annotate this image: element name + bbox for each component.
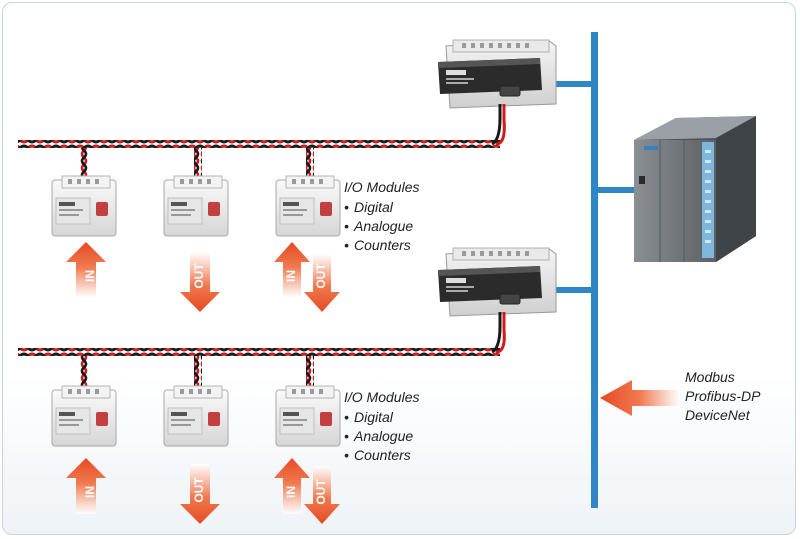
arrow-label: OUT — [314, 479, 328, 505]
protocol-modbus: Modbus — [685, 369, 735, 385]
io-item-analogue: Analogue — [353, 428, 413, 444]
in-arrow-icon: IN — [66, 242, 106, 298]
out-arrow-icon: OUT — [180, 464, 220, 524]
gateway-icon — [438, 247, 557, 317]
arrow-label: OUT — [192, 263, 206, 289]
io-item-analogue: Analogue — [353, 218, 413, 234]
io-bullet: • — [344, 199, 349, 215]
arrow-label: IN — [83, 486, 97, 498]
out-arrow-icon: OUT — [180, 252, 220, 312]
in-arrow-icon: IN — [274, 242, 310, 298]
protocol-label-group: Modbus Profibus-DP DeviceNet — [685, 369, 761, 423]
io-bullet: • — [344, 218, 349, 234]
io-module-icon — [51, 385, 117, 447]
io-label-group: I/O Modules • Digital • Analogue • Count… — [344, 179, 419, 253]
io-module-icon — [275, 385, 341, 447]
out-arrow-icon: OUT — [304, 254, 340, 312]
io-item-counters: Counters — [354, 237, 411, 253]
io-bullet: • — [344, 428, 349, 444]
protocol-arrow-icon — [600, 380, 680, 416]
io-item-digital: Digital — [354, 409, 394, 425]
arrow-label: IN — [284, 270, 298, 282]
io-bullet: • — [344, 447, 349, 463]
io-module-icon — [163, 385, 229, 447]
io-modules-title: I/O Modules — [344, 389, 419, 405]
twisted-pair-cable — [18, 104, 506, 176]
arrow-label: IN — [83, 270, 97, 282]
io-module-icon — [275, 175, 341, 237]
io-item-digital: Digital — [354, 199, 394, 215]
io-bullet: • — [344, 409, 349, 425]
io-bullet: • — [344, 237, 349, 253]
fieldbus-backbone — [555, 32, 642, 508]
protocol-devicenet: DeviceNet — [685, 407, 751, 423]
arrow-label: OUT — [192, 477, 206, 503]
io-label-group: I/O Modules • Digital • Analogue • Count… — [344, 389, 419, 463]
in-arrow-icon: IN — [274, 458, 310, 514]
out-arrow-icon: OUT — [304, 466, 340, 524]
arrow-label: IN — [284, 486, 298, 498]
io-item-counters: Counters — [354, 447, 411, 463]
io-modules-title: I/O Modules — [344, 179, 419, 195]
arrow-label: OUT — [314, 263, 328, 289]
gateway-icon — [438, 39, 557, 109]
io-module-icon — [51, 175, 117, 237]
twisted-pair-cable — [18, 312, 506, 386]
protocol-profibus: Profibus-DP — [685, 388, 761, 404]
in-arrow-icon: IN — [66, 458, 106, 514]
io-module-icon — [163, 175, 229, 237]
plc-icon — [634, 116, 756, 262]
